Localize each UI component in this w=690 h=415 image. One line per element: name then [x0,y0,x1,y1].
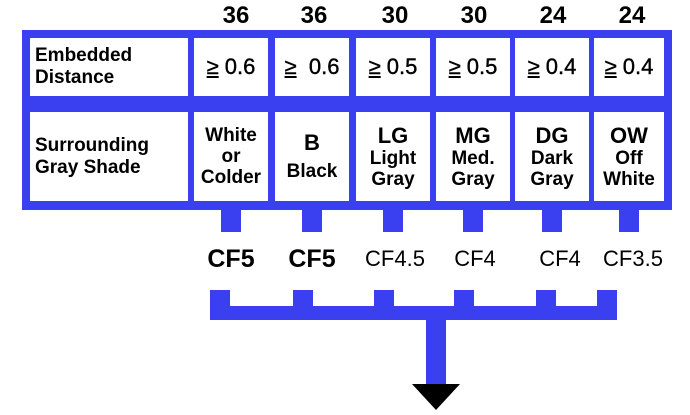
cf-label-6: CF3.5 [603,246,663,271]
connector-stub-3 [383,208,403,232]
connector-stub-5 [542,208,562,232]
connector-stub-6 [619,208,639,232]
cf-label-1: CF5 [207,245,255,273]
distance-cell-3: ≥ 0.5 [356,38,430,96]
down-arrow-icon [412,384,460,410]
column-value-1: 36 [222,2,250,29]
cf-label-2: CF5 [288,245,336,273]
cf-label-5: CF4 [539,246,581,271]
distance-cell-1: ≥ 0.6 [194,38,268,96]
output-stem [426,306,446,388]
distance-cell-6: ≥ 0.4 [594,38,664,96]
combiner-bar [210,306,617,320]
distance-cell-2: ≥ 0.6 [275,38,349,96]
column-value-6: 24 [618,2,646,29]
connector-stub-1 [221,208,241,232]
distance-cell-5: ≥ 0.4 [515,38,589,96]
cf-label-3: CF4.5 [365,246,425,271]
column-value-2: 36 [300,2,328,29]
cf-label-4: CF4 [454,246,496,271]
connector-stub-4 [463,208,483,232]
connector-stub-2 [302,208,322,232]
distance-cell-4: ≥ 0.5 [436,38,510,96]
column-value-4: 30 [460,2,488,29]
column-value-5: 24 [539,2,567,29]
column-value-3: 30 [381,2,409,29]
